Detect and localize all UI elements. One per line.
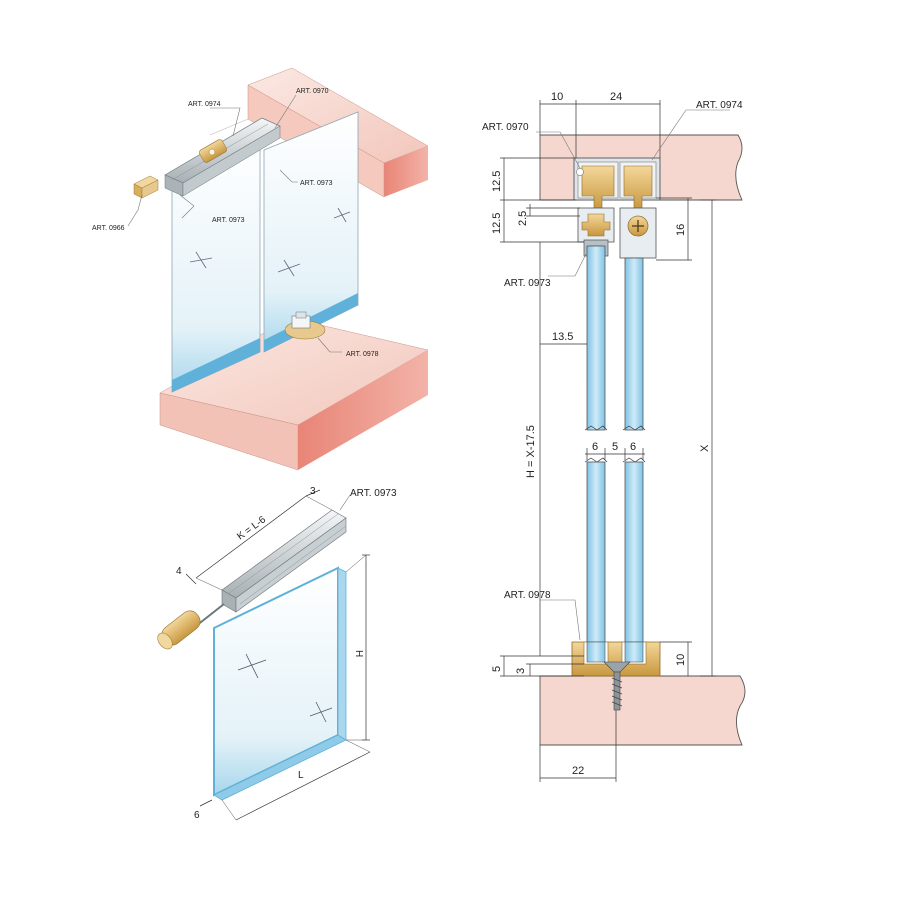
dim-h: H <box>353 650 364 657</box>
dim-10-top: 10 <box>551 91 563 103</box>
label-art-0978-section: ART. 0978 <box>504 590 551 601</box>
floor-block <box>159 317 429 471</box>
dim-5-bot: 5 <box>491 666 503 672</box>
label-art-0974-section: ART. 0974 <box>696 100 743 111</box>
label-art-0974: ART. 0974 <box>188 101 221 108</box>
isometric-installation-view: ART. 0974 ART. 0970 ART. 0973 ART. 0973 … <box>92 67 429 471</box>
dim-12-5-b: 12.5 <box>491 213 503 234</box>
dim-24: 24 <box>610 91 622 103</box>
bottom-rail-profile <box>221 509 347 613</box>
section-glass-upper <box>584 245 646 431</box>
label-art-0970: ART. 0970 <box>296 88 329 95</box>
dim-three: 3 <box>310 486 316 497</box>
dim-x: X <box>699 444 711 452</box>
dim-16: 16 <box>675 224 687 236</box>
label-art-0973-rail: ART. 0973 <box>350 488 397 499</box>
section-hangers <box>577 207 657 259</box>
label-art-0978: ART. 0978 <box>346 351 379 358</box>
glass-panel <box>213 566 347 801</box>
dim-12-5-a: 12.5 <box>491 171 503 192</box>
label-art-0970-section: ART. 0970 <box>482 122 529 133</box>
label-art-0973-b: ART. 0973 <box>212 217 245 224</box>
dim-l: L <box>298 770 304 781</box>
label-art-0966: ART. 0966 <box>92 225 125 232</box>
dim-6-a: 6 <box>592 441 598 453</box>
section-glass-lower <box>584 457 646 663</box>
dim-6-b: 6 <box>630 441 636 453</box>
cross-section-view: ART. 0970 ART. 0974 ART. 0973 ART. 0978 … <box>482 91 746 782</box>
section-floor-guide <box>571 641 661 711</box>
dim-3: 3 <box>515 668 527 674</box>
end-cap-part <box>133 175 159 199</box>
label-art-0973-section: ART. 0973 <box>504 278 551 289</box>
dim-four: 4 <box>176 566 182 577</box>
dim-5-mid: 5 <box>612 441 618 453</box>
panel-assembly-view: ART. 0973 K = L-6 3 4 H L 6 <box>157 486 397 821</box>
label-art-0973-a: ART. 0973 <box>300 180 333 187</box>
dim-six: 6 <box>194 810 200 821</box>
section-floor <box>539 675 746 746</box>
floor-guide-part <box>284 311 326 340</box>
screwdriver-tool <box>157 603 225 650</box>
dim-k: K = L-6 <box>235 514 268 542</box>
section-top-profile <box>573 157 661 211</box>
dim-2-5: 2.5 <box>517 211 529 226</box>
dim-10-bot: 10 <box>675 654 687 666</box>
top-rail-profile <box>164 117 281 197</box>
dim-13-5: 13.5 <box>552 331 573 343</box>
dim-h-formula: H = X-17.5 <box>525 425 537 478</box>
dim-22: 22 <box>572 765 584 777</box>
